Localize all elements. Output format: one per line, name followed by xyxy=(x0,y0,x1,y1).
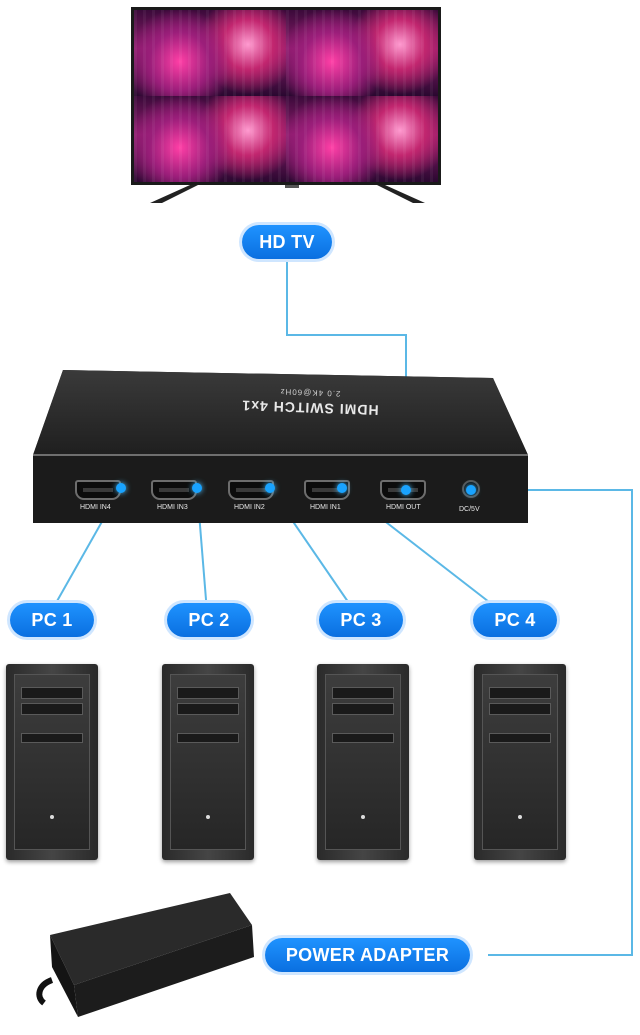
hdmi-in4-port[interactable] xyxy=(75,480,121,500)
hdmi-in3-label: HDMI IN3 xyxy=(157,504,188,511)
pc-2-label: PC 2 xyxy=(167,603,251,637)
power-adapter xyxy=(30,885,260,1030)
pc-2-tower xyxy=(162,664,254,860)
pc-3-tower xyxy=(317,664,409,860)
connect-dot xyxy=(466,485,476,495)
pc-4-label: PC 4 xyxy=(473,603,557,637)
hd-tv-label: HD TV xyxy=(242,225,332,259)
pc-1-label: PC 1 xyxy=(10,603,94,637)
power-adapter-label: POWER ADAPTER xyxy=(265,938,470,972)
hdmi-out-label: HDMI OUT xyxy=(386,504,421,511)
pc-4-tower xyxy=(474,664,566,860)
pc-3-label: PC 3 xyxy=(319,603,403,637)
hdmi-in4-label: HDMI IN4 xyxy=(80,504,111,511)
connect-dot xyxy=(192,483,202,493)
hdmi-in3-port[interactable] xyxy=(151,480,197,500)
connect-dot xyxy=(116,483,126,493)
connect-dot xyxy=(401,485,411,495)
pc-1-tower xyxy=(6,664,98,860)
connect-dot xyxy=(265,483,275,493)
hdmi-in2-label: HDMI IN2 xyxy=(234,504,265,511)
dc-5v-label: DC/5V xyxy=(459,506,480,513)
hdmi-in1-label: HDMI IN1 xyxy=(310,504,341,511)
connect-dot xyxy=(337,483,347,493)
